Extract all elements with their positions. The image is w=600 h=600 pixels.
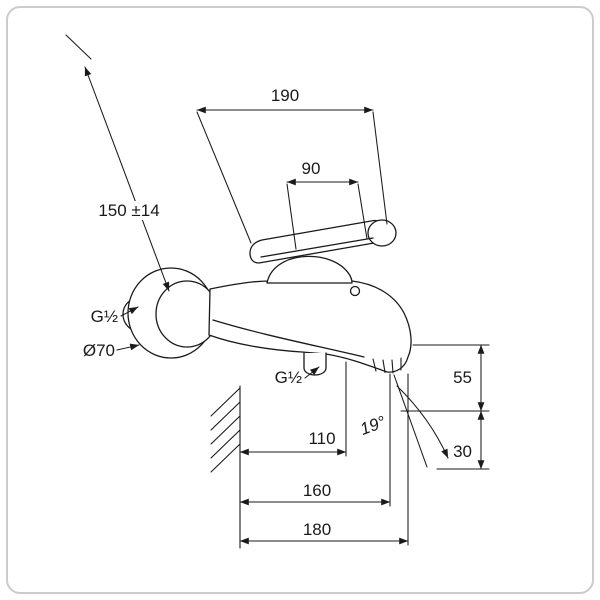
escutcheon-inner <box>155 280 219 348</box>
extension-line-190-left <box>196 111 252 244</box>
wall-section <box>210 385 241 549</box>
dimension-line-150 <box>84 66 170 292</box>
dimensions <box>65 34 490 546</box>
dimension-labels: 190 90 150 ±14 G½ Ø70 G½ 55 19° 30 110 1… <box>83 86 472 539</box>
stream-direction-arrow <box>396 385 449 459</box>
label-depth-total: 180 <box>303 520 331 539</box>
shower-outlet-knob <box>303 352 327 376</box>
lever-end-boss <box>367 219 397 247</box>
cartridge-cap <box>266 255 353 284</box>
stream-line <box>393 374 428 468</box>
label-handle-width: 90 <box>302 159 321 178</box>
label-depth-outlet: 110 <box>308 429 335 448</box>
drawing-root: 190 90 150 ±14 G½ Ø70 G½ 55 19° 30 110 1… <box>65 34 490 549</box>
label-mask-150 <box>95 201 163 220</box>
extension-line-90-left <box>286 183 297 250</box>
label-inlet-thread: G½ <box>91 307 118 326</box>
label-spray-angle: 19° <box>357 412 388 439</box>
label-depth-stream: 160 <box>303 481 331 500</box>
spout-contour-line <box>212 319 365 358</box>
leader-outlet-thread <box>304 366 320 379</box>
extension-line-90-right <box>357 183 368 240</box>
label-connection-spread: 150 ±14 <box>98 201 159 220</box>
extension-line-190-right <box>372 111 388 225</box>
leader-inlet-thread <box>120 306 139 317</box>
label-spout-drop-upper: 55 <box>453 368 472 387</box>
extension-tick-150 <box>65 34 92 60</box>
label-top-width: 190 <box>271 86 299 105</box>
drawing-frame-border <box>6 6 594 594</box>
aerator-ticks <box>372 357 402 374</box>
leader-escutcheon-diameter <box>116 343 140 351</box>
label-spout-drop-lower: 30 <box>453 442 472 461</box>
wall-hatching <box>210 387 241 473</box>
label-outlet-thread: G½ <box>275 368 302 387</box>
lever-edge-line <box>260 237 374 258</box>
body-screw-detail <box>349 285 361 297</box>
label-escutcheon-diameter: Ø70 <box>83 341 115 360</box>
faucet-outline <box>122 219 412 376</box>
